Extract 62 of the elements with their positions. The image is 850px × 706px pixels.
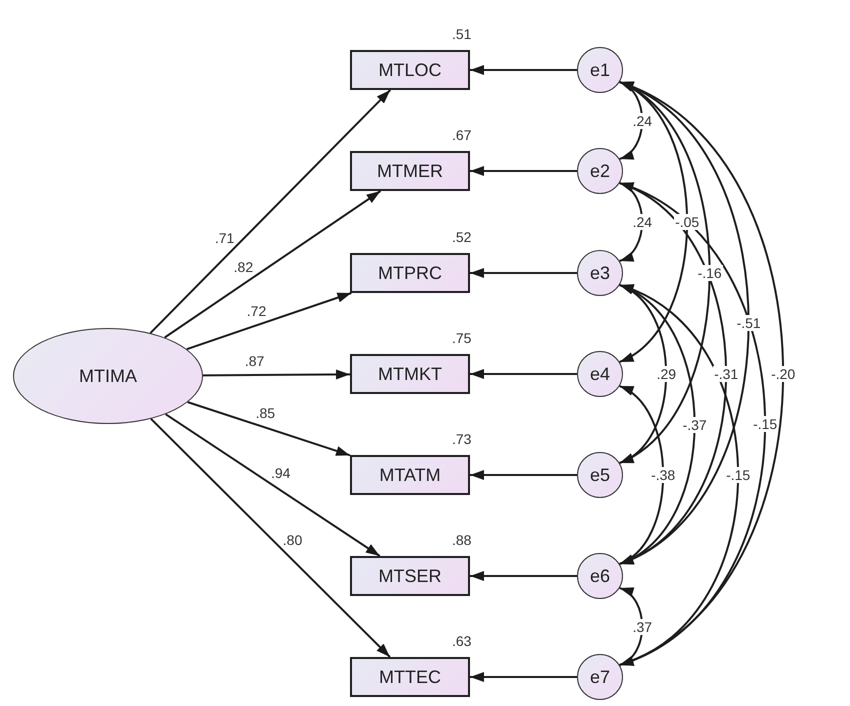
edge-label: .72 bbox=[246, 302, 266, 319]
squared-correlation-value: .52 bbox=[452, 229, 472, 245]
arrow bbox=[470, 571, 577, 581]
arrow bbox=[164, 190, 382, 338]
double-headed-arrow bbox=[619, 385, 664, 565]
edge-label: .24 bbox=[632, 112, 654, 128]
error-term-circle: e5 bbox=[577, 452, 623, 498]
observed-variable-box: MTLOC bbox=[350, 50, 470, 90]
squared-correlation-value: .75 bbox=[452, 330, 472, 346]
edge-label: .94 bbox=[270, 465, 290, 482]
latent-variable-ellipse: MTIMA bbox=[13, 328, 203, 424]
edge-label: .85 bbox=[256, 404, 276, 421]
arrow bbox=[202, 370, 350, 380]
edge-label: .37 bbox=[632, 618, 654, 634]
error-term-circle: e1 bbox=[577, 47, 623, 93]
edge-label: -.38 bbox=[650, 467, 676, 483]
double-headed-arrow bbox=[619, 81, 644, 160]
double-headed-arrow bbox=[619, 284, 739, 666]
squared-correlation-value: .88 bbox=[452, 532, 472, 548]
error-term-circle: e7 bbox=[577, 654, 623, 700]
error-term-circle: e4 bbox=[577, 351, 623, 397]
edge-label: .80 bbox=[282, 532, 302, 548]
squared-correlation-value: .73 bbox=[452, 431, 472, 447]
double-headed-arrow bbox=[619, 81, 710, 464]
squared-correlation-value: .67 bbox=[452, 127, 472, 143]
edge-label: .29 bbox=[656, 366, 678, 382]
arrow bbox=[470, 369, 577, 379]
observed-variable-box: MTPRC bbox=[350, 253, 470, 293]
arrow bbox=[150, 418, 391, 658]
arrow bbox=[470, 268, 577, 278]
squared-correlation-value: .63 bbox=[452, 633, 472, 649]
edge-label: -.51 bbox=[736, 315, 762, 331]
observed-variable-box: MTSER bbox=[350, 556, 470, 596]
arrow bbox=[165, 413, 380, 557]
error-term-circle: e3 bbox=[577, 250, 623, 296]
edge-label: -.15 bbox=[725, 467, 752, 483]
observed-variable-box: MTTEC bbox=[350, 657, 470, 697]
arrow bbox=[186, 292, 352, 350]
edge-label: .87 bbox=[244, 353, 264, 370]
error-term-circle: e2 bbox=[577, 148, 623, 194]
arrow bbox=[470, 672, 577, 682]
arrow bbox=[187, 401, 350, 456]
arrow bbox=[470, 166, 577, 176]
edge-label: -.37 bbox=[682, 416, 708, 432]
edge-label: -.16 bbox=[696, 264, 723, 280]
squared-correlation-value: .51 bbox=[452, 26, 472, 42]
edge-label: -.15 bbox=[752, 416, 778, 432]
edge-label: -.31 bbox=[713, 366, 740, 382]
observed-variable-box: MTATM bbox=[350, 455, 470, 495]
arrow bbox=[470, 470, 577, 480]
error-term-circle: e6 bbox=[577, 553, 623, 599]
arrow bbox=[150, 89, 391, 334]
edge-label: .82 bbox=[234, 259, 254, 276]
edge-label: .71 bbox=[214, 230, 234, 246]
edge-label: -.20 bbox=[770, 366, 796, 382]
observed-variable-box: MTMKT bbox=[350, 354, 470, 394]
edge-label: -.05 bbox=[674, 214, 700, 230]
double-headed-arrow bbox=[619, 284, 696, 565]
double-headed-arrow bbox=[619, 587, 644, 666]
arrow bbox=[470, 65, 577, 75]
edge-label: .24 bbox=[632, 214, 654, 230]
observed-variable-box: MTMER bbox=[350, 151, 470, 191]
